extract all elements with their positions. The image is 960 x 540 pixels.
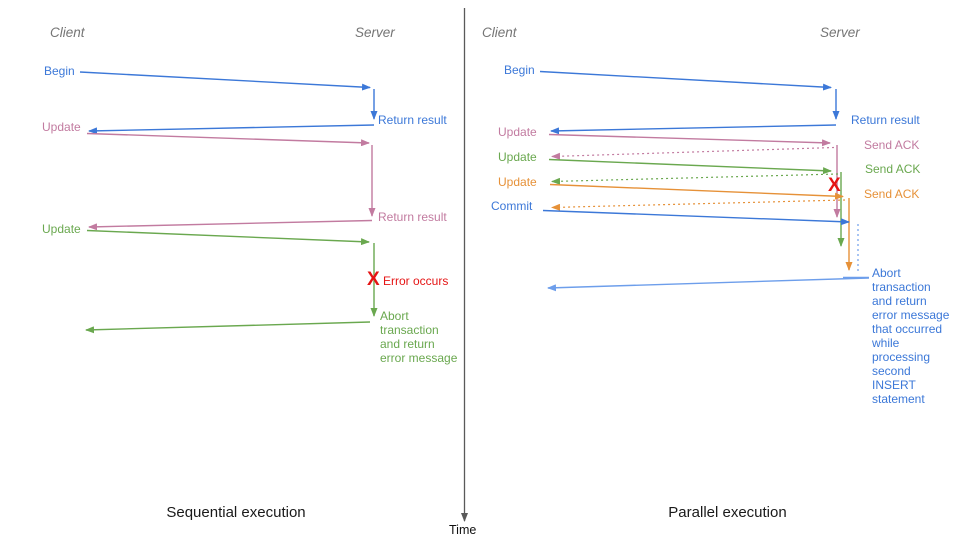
left-update-1-request-arrow (86, 132, 370, 147)
left-return-result-1-label: Return result (378, 113, 447, 127)
right-abort-message: Abort transaction and return error messa… (872, 266, 950, 406)
right-update-2-label: Update (498, 150, 537, 164)
left-abort-return-arrow (85, 321, 371, 334)
left-error-x-icon: X (367, 269, 380, 290)
left-panel-title: Sequential execution (166, 504, 306, 521)
left-return-result-1-arrow (88, 124, 375, 135)
right-return-result-label: Return result (851, 113, 920, 127)
left-update-1-label: Update (42, 120, 81, 134)
left-begin-request-arrow (79, 71, 371, 91)
left-error-occurs-label: Error occurs (383, 274, 449, 288)
right-server-header: Server (820, 25, 860, 40)
right-send-ack-3-arrow (551, 199, 846, 211)
right-update-2-request-arrow (548, 158, 832, 175)
right-begin-label: Begin (504, 63, 535, 77)
left-update-2-request-arrow (86, 229, 370, 246)
right-panel-title: Parallel execution (668, 504, 787, 521)
right-begin-request-arrow (539, 70, 832, 91)
right-send-ack-2-arrow (551, 173, 839, 185)
right-send-ack-1-label: Send ACK (864, 138, 920, 152)
right-commit-request-arrow (542, 209, 850, 226)
right-client-header: Client (482, 25, 517, 40)
left-return-result-2-arrow (88, 219, 373, 231)
left-client-header: Client (50, 25, 85, 40)
right-return-result-arrow (550, 124, 837, 135)
left-server-header: Server (355, 25, 395, 40)
right-abort-return-arrow (547, 276, 870, 292)
right-commit-label: Commit (491, 199, 533, 213)
left-update-2-label: Update (42, 222, 81, 236)
right-send-ack-3-label: Send ACK (864, 187, 920, 201)
right-send-ack-1-arrow (551, 146, 835, 160)
time-axis-label: Time (449, 523, 477, 537)
left-begin-label: Begin (44, 64, 75, 78)
right-update-1-request-arrow (548, 133, 831, 147)
right-send-ack-2-label: Send ACK (865, 162, 921, 176)
right-update-1-label: Update (498, 125, 537, 139)
right-update-3-request-arrow (549, 183, 844, 200)
left-return-result-2-label: Return result (378, 210, 447, 224)
left-abort-message: Abort transaction and return error messa… (380, 309, 458, 365)
right-error-x-icon: X (828, 175, 841, 196)
right-update-3-label: Update (498, 175, 537, 189)
